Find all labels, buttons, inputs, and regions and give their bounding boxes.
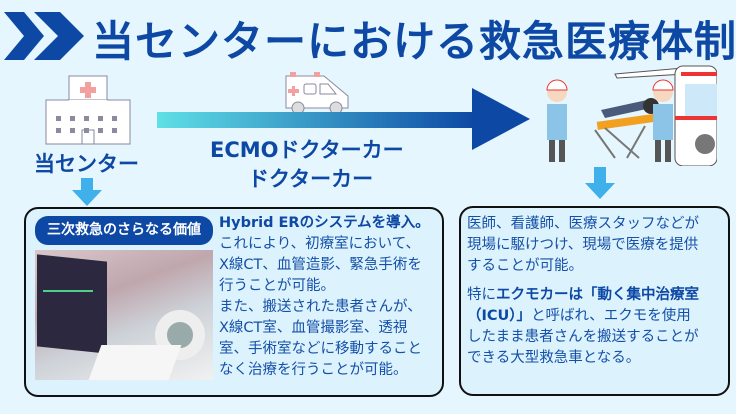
rescue-stretcher-illustration (546, 65, 717, 166)
transport-arrow (157, 88, 530, 150)
text-span: 特に (467, 287, 496, 303)
lead-text: Hybrid ERのシステムを導入。 (219, 215, 430, 231)
text-line: できる大型救急車となる。 (467, 350, 641, 366)
text-line: なく治療を行うことが可能。 (219, 362, 408, 378)
page-title: 当センターにおける救急医療体制 (92, 17, 736, 66)
text-line: したまま患者さんを搬送することが (467, 329, 699, 345)
text-line: 行うことが可能。 (219, 278, 335, 294)
doctor-car-label: ドクターカー (248, 167, 374, 191)
left-panel-text: Hybrid ERのシステムを導入。 これにより、初療室において、 X線CT、血… (219, 213, 430, 381)
icu-highlight: （ICU）」 (467, 308, 532, 324)
text-line: X線CT、血管造影、緊急手術を (219, 257, 422, 273)
text-span: と呼ばれ、エクモを使用 (531, 308, 691, 324)
hybrid-er-photo (35, 250, 213, 380)
ecmo-car-highlight: エクモカーは「動く集中治療室 (496, 287, 699, 303)
down-arrow-icon (72, 178, 102, 206)
text-line: X線CT室、血管撮影室、透視 (219, 320, 408, 336)
down-arrow-icon (585, 167, 615, 199)
text-line: 医師、看護師、医療スタッフなどが (467, 216, 699, 232)
right-panel-text: 医師、看護師、医療スタッフなどが 現場に駆けつけ、現場で医療を提供 することが可… (467, 214, 699, 369)
text-line: また、搬送された患者さんが、 (219, 299, 422, 315)
ecmo-doctor-car-label: ECMOドクターカー (210, 138, 404, 162)
center-label: 当センター (34, 152, 139, 176)
text-line: 室、手術室などに移動すること (219, 341, 422, 357)
chevron-double-icon (4, 12, 84, 60)
doctor-car-panel (459, 206, 730, 396)
text-line: することが可能。 (467, 258, 583, 274)
value-badge: 三次救急のさらなる価値 (35, 216, 213, 245)
text-line: 現場に駆けつけ、現場で医療を提供 (467, 237, 699, 253)
text-line: これにより、初療室において、 (219, 236, 420, 252)
hospital-icon (45, 75, 131, 145)
